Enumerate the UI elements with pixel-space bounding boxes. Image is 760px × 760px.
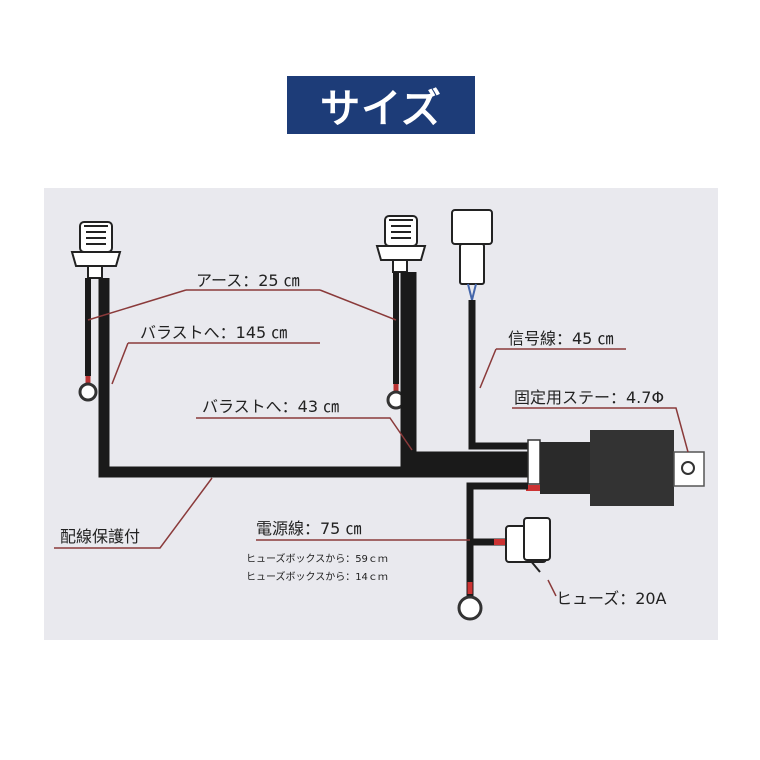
power-label: 電源線：75 ㎝: [256, 519, 361, 538]
left-bulb-connector: [70, 221, 122, 279]
harness-label: 配線保護付: [60, 527, 140, 546]
power-ring-terminal: [457, 595, 483, 621]
left-ring-terminal: [78, 382, 98, 402]
stay-label: 固定用ステー：4.7Φ: [514, 388, 664, 407]
relay-box: [527, 430, 705, 506]
fuse-box-14-label: ヒューズボックスから：14ｃｍ: [246, 570, 388, 583]
signal-connector: [451, 209, 493, 301]
signal-label: 信号線：45 ㎝: [508, 329, 613, 348]
fuse-box-59-label: ヒューズボックスから：59ｃｍ: [246, 552, 388, 565]
fuse-label: ヒューズ：20A: [556, 589, 667, 608]
page-title: サイズ: [320, 86, 442, 132]
earth-label: アース：25 ㎝: [196, 271, 300, 290]
ballast-145-label: バラストへ：145 ㎝: [140, 323, 287, 342]
middle-bulb-connector: [375, 215, 427, 273]
wiring-diagram-panel: [44, 188, 718, 640]
fuse-holder: [505, 517, 551, 573]
ballast-43-label: バラストへ：43 ㎝: [202, 397, 339, 416]
title-banner: サイズ: [287, 76, 475, 134]
